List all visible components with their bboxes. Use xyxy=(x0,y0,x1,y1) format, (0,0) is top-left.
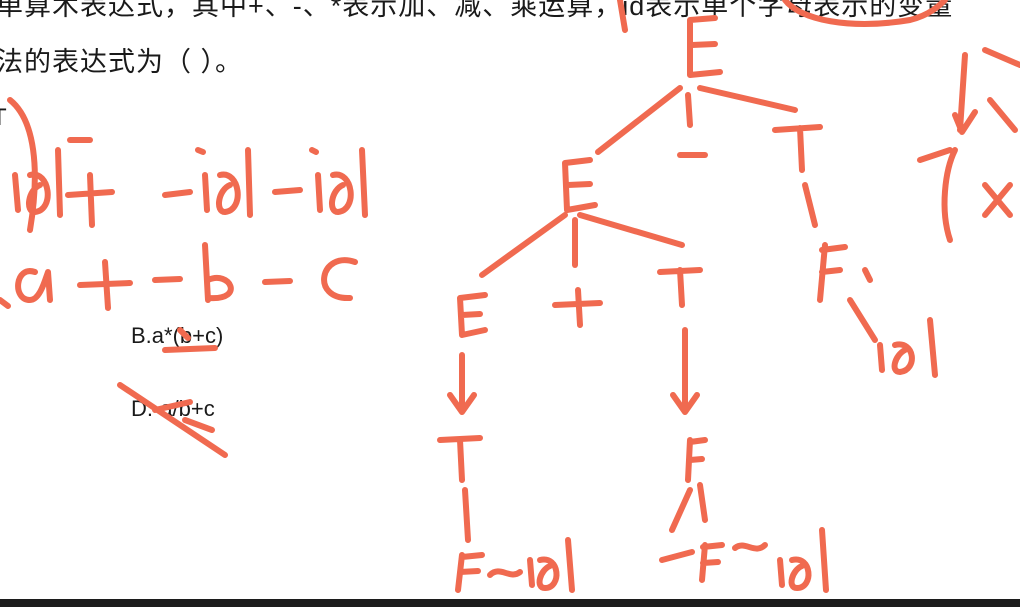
ink-stroke-top-left xyxy=(617,0,628,33)
ink-right-arrow xyxy=(952,47,1020,135)
question-text-line2: 法的表达式为（ ）。 xyxy=(0,47,244,77)
tree-node-F1 xyxy=(817,242,848,303)
tree-node-T3 xyxy=(437,435,483,483)
tree-arrow-T2-F2 xyxy=(670,327,700,415)
tree-node-F3 xyxy=(455,552,485,593)
tree-edge-T3-F3 xyxy=(462,487,471,543)
ink-right-paren xyxy=(917,147,958,243)
ink-instance xyxy=(0,242,358,311)
tree-edge-E1-left xyxy=(479,212,568,278)
ink-option-d-strike xyxy=(117,382,228,458)
ink-loop-top xyxy=(782,0,948,27)
tree-root-E xyxy=(687,15,723,78)
player-bottom-bar xyxy=(0,599,1020,607)
tree-edge-root-right xyxy=(697,85,798,113)
tree-node-E2 xyxy=(457,292,488,338)
ink-option-b-underline xyxy=(162,345,218,353)
tree-node-T2 xyxy=(657,267,703,308)
tree-node-E1 xyxy=(562,157,598,213)
tree-edge-root-left xyxy=(595,85,683,155)
tree-edge-F3-id xyxy=(487,568,523,578)
ink-right-star xyxy=(982,182,1013,218)
tree-edge-E1-right xyxy=(577,212,685,248)
option-b: B.a*(b+c) xyxy=(131,323,224,348)
ink-sentential-form xyxy=(12,147,368,228)
ink-right-curve xyxy=(987,97,1018,133)
tree-leaf-id1 xyxy=(877,317,938,378)
ink-option-d-mark xyxy=(152,399,215,433)
tree-edge-root-mid xyxy=(685,92,693,128)
tree-leaf-id3 xyxy=(777,527,829,593)
tree-edge-T1-F xyxy=(802,182,818,228)
tree-node-F2 xyxy=(685,437,708,483)
tree-edge-F2-down xyxy=(669,482,708,533)
ink-option-b-star xyxy=(177,327,191,341)
tree-node-plus xyxy=(552,287,603,328)
question-fragment: T xyxy=(0,104,7,132)
tree-edge-F1-id xyxy=(847,267,878,343)
tree-node-T1 xyxy=(772,124,823,173)
tree-leaf-id2 xyxy=(527,537,575,593)
tree-arrow-E2-T3 xyxy=(447,352,477,415)
tree-node-F4 xyxy=(659,542,768,583)
